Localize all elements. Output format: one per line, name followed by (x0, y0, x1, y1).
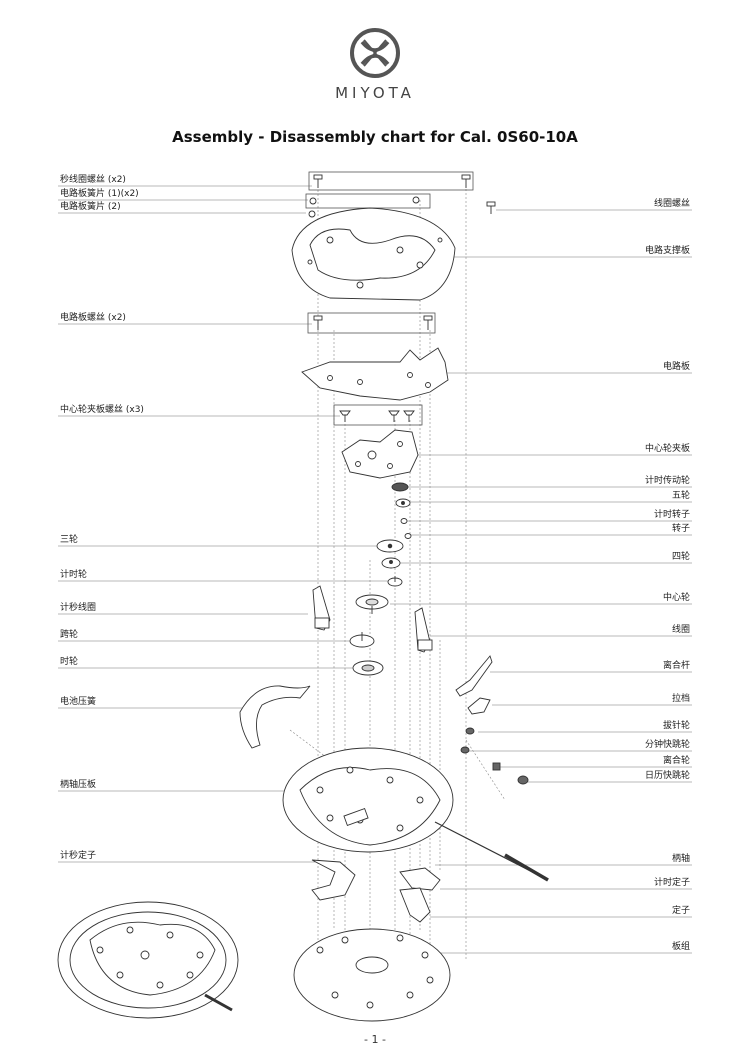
circuit-screw-icon (313, 315, 323, 330)
label-circuit-screw: 电路板螺丝 (x2) (60, 313, 126, 323)
label-center-bridge-screw: 中心轮夹板螺丝 (x3) (60, 405, 144, 415)
hour-counter-wheel-icon (387, 576, 403, 587)
center-bridge-screw-icon (388, 410, 400, 422)
center-bridge-screw-icon (403, 410, 415, 422)
sec-counter-coil-icon (312, 585, 331, 631)
label-counter-stator: 计时定子 (653, 878, 690, 888)
label-winding-stem: 柄轴 (671, 854, 690, 864)
stator-icon (399, 887, 431, 923)
fifth-wheel-icon (395, 498, 411, 508)
label-coil-screw: 线圈螺丝 (653, 199, 690, 209)
label-hour-wheel: 时轮 (60, 657, 79, 667)
label-counter-rotor: 计时转子 (653, 510, 690, 520)
page-number: - 1 - (364, 1033, 386, 1046)
label-minute-jump-wheel: 分钟快跳轮 (644, 740, 690, 750)
label-stator: 定子 (671, 906, 690, 916)
coils-group (239, 585, 493, 749)
sec-coil-screw-icon (461, 174, 471, 188)
label-setting-wheel: 拔针轮 (662, 721, 690, 731)
battery-spring-icon (239, 685, 311, 749)
assembled-movement-icon (57, 901, 239, 1019)
circuit-support-plate (291, 207, 456, 301)
stators-group (311, 859, 441, 923)
label-battery-spring: 电池压簧 (60, 697, 97, 707)
hour-wheel-icon (352, 660, 384, 676)
main-plate-part (293, 928, 451, 1022)
brand-name: MIYOTA (335, 84, 415, 102)
miyota-logo-icon (350, 28, 400, 78)
label-circuit-spring-1: 电路板簧片 (1)(x2) (60, 189, 139, 199)
label-center-bridge: 中心轮夹板 (644, 444, 690, 454)
sec-coil-screw-icon (313, 174, 323, 188)
label-setting-lever: 拉档 (671, 694, 690, 704)
coil-screw-icon (486, 201, 496, 214)
center-bridge-part (341, 429, 419, 479)
label-sec-coil-screw: 秒线圈螺丝 (x2) (60, 175, 126, 185)
clutch-lever-icon (455, 655, 493, 697)
label-third-wheel: 三轮 (60, 535, 79, 545)
rotor-icon (404, 533, 412, 539)
label-counter-drive-wheel: 计时传动轮 (644, 476, 690, 486)
date-jump-wheel-icon (517, 775, 529, 785)
assembly-axes (289, 185, 506, 960)
winding-stem-part (434, 821, 549, 882)
minute-jump-wheel-icon (460, 746, 470, 754)
third-wheel-icon (376, 539, 404, 553)
counter-rotor-icon (400, 518, 408, 524)
sec-counter-stator-icon (311, 859, 356, 901)
circuit-screw-icon (423, 315, 433, 330)
leader-lines-left (58, 185, 390, 863)
label-date-jump-wheel: 日历快跳轮 (644, 771, 690, 781)
fourth-wheel-icon (381, 557, 401, 569)
setting-lever-spring-plate (282, 747, 454, 853)
label-hour-counter-wheel: 计时轮 (60, 570, 88, 580)
counter-drive-wheel-icon (391, 482, 409, 492)
label-rotor: 转子 (671, 524, 690, 534)
minute-wheel-icon (349, 632, 375, 648)
label-clutch-lever: 离合杆 (662, 661, 690, 671)
label-fifth-wheel: 五轮 (671, 491, 690, 501)
label-circuit-support: 电路支撑板 (644, 246, 690, 256)
counter-stator-icon (399, 867, 441, 891)
label-coil: 线圈 (671, 625, 690, 635)
label-center-wheel: 中心轮 (662, 593, 690, 603)
label-sec-counter-stator: 计秒定子 (60, 851, 97, 861)
setting-lever-icon (467, 697, 491, 715)
wheels-group (349, 482, 529, 785)
coil-icon (414, 607, 433, 653)
label-fourth-wheel: 四轮 (671, 552, 690, 562)
label-sec-counter-coil: 计秒线圈 (60, 603, 97, 613)
label-minute-wheel: 跨轮 (60, 630, 79, 640)
label-main-plate: 板组 (671, 942, 690, 952)
center-wheel-icon (355, 594, 389, 614)
label-circuit-spring-2: 电路板簧片 (2) (60, 202, 121, 212)
page-title: Assembly - Disassembly chart for Cal. 0S… (172, 128, 578, 146)
center-bridge-screw-icon (339, 410, 351, 422)
label-clutch-wheel: 离合轮 (662, 756, 690, 766)
label-setting-lever-spring: 柄轴压板 (60, 780, 97, 790)
screws-group (308, 174, 496, 422)
setting-wheel-icon (465, 727, 475, 735)
label-circuit-board: 电路板 (662, 362, 690, 372)
leader-lines-right (390, 209, 692, 954)
clutch-wheel-icon (492, 762, 501, 771)
circuit-board-part (301, 347, 449, 401)
